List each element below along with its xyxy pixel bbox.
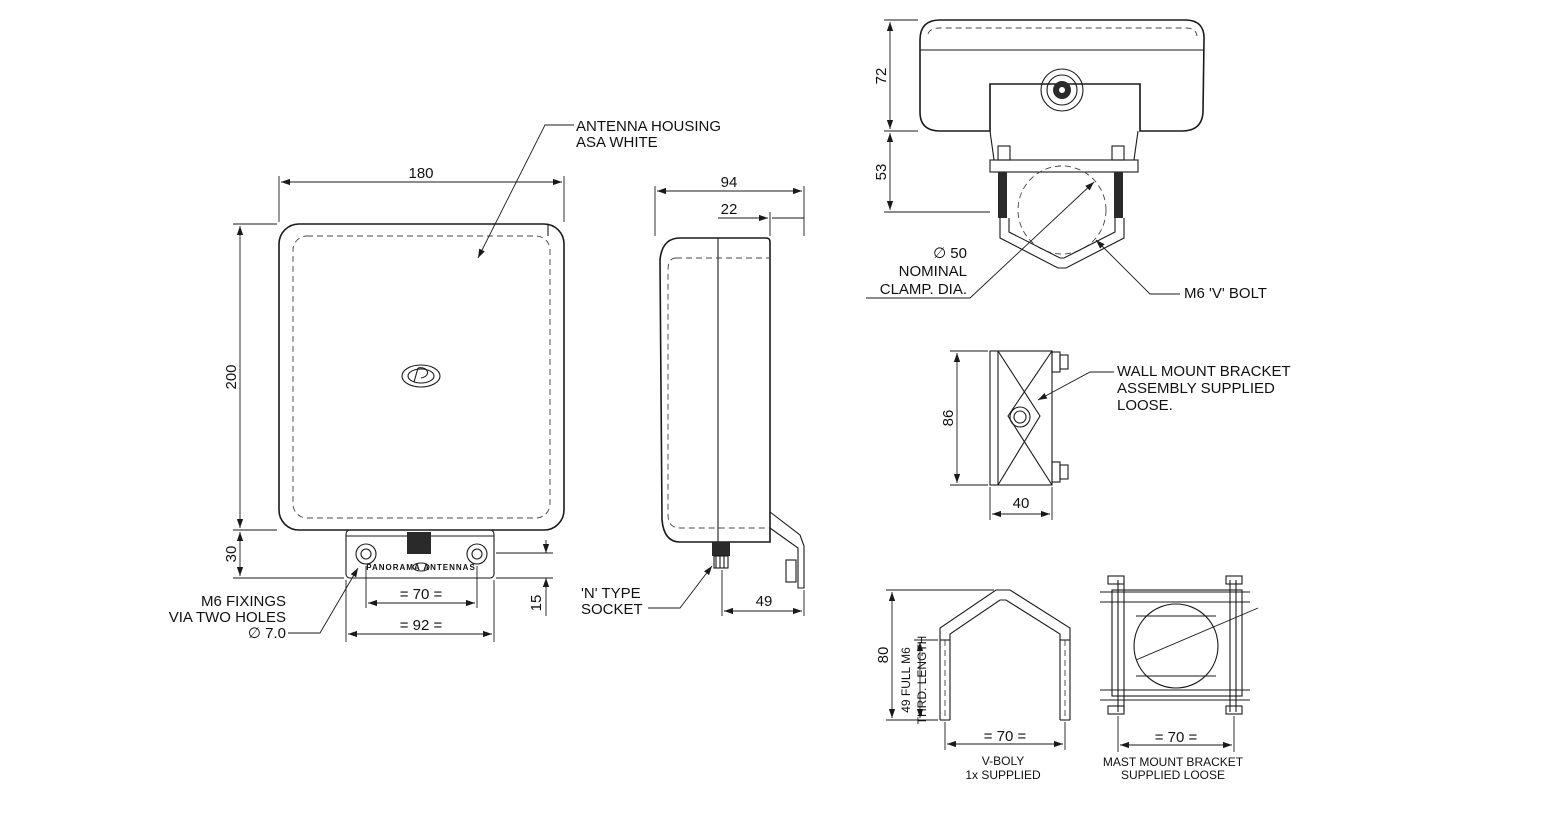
- bracket-brand-text: PANORAMA ANTENNAS: [366, 563, 476, 572]
- label-wall-mount-2: ASSEMBLY SUPPLIED: [1117, 380, 1275, 397]
- label-clamp-dia-value: ∅ 50: [933, 245, 967, 262]
- front-housing-outline: [278, 223, 565, 531]
- v-bolt-view: 80 49 FULL M6 THRD. LENGTH = 70 = V-BOLY…: [875, 589, 1071, 782]
- label-n-type: 'N' TYPE: [581, 585, 641, 602]
- mast-bracket-view: = 70 = MAST MOUNT BRACKET SUPPLIED LOOSE: [1100, 575, 1259, 782]
- dim-side-bracket: 49: [756, 593, 773, 610]
- label-1x-supplied: 1x SUPPLIED: [965, 768, 1041, 782]
- n-connector-front: [407, 532, 431, 554]
- label-mast-mount-2: SUPPLIED LOOSE: [1121, 768, 1225, 782]
- label-m6-fixings: M6 FIXINGS: [201, 593, 286, 610]
- label-hole-diameter: ∅ 7.0: [248, 625, 286, 642]
- v-bolt-outline: [939, 589, 1071, 720]
- label-thread-length-1: 49 FULL M6: [899, 647, 913, 713]
- dim-wall-width: 40: [1013, 495, 1030, 512]
- dim-bracket-lip: 15: [528, 595, 545, 612]
- wall-bracket-view: 86 40 WALL MOUNT BRACKET ASSEMBLY SUPPLI…: [940, 350, 1291, 520]
- dim-hole-spacing: = 70 =: [400, 586, 443, 603]
- n-connector-top-icon: [1040, 68, 1084, 112]
- label-asa-white: ASA WHITE: [576, 134, 658, 151]
- front-mount-bracket: [345, 529, 495, 579]
- fixing-hole-left: [355, 543, 377, 565]
- label-antenna-housing: ANTENNA HOUSING: [576, 118, 721, 135]
- dim-front-width: 180: [408, 165, 433, 182]
- wall-bracket-pivot: [1009, 406, 1031, 428]
- dim-mast-width: = 70 =: [1155, 729, 1198, 746]
- dim-clamp-height: 53: [873, 164, 890, 181]
- dim-vbolt-width: = 70 =: [984, 728, 1027, 745]
- label-via-two-holes: VIA TWO HOLES: [169, 609, 286, 626]
- front-housing-inner-dashed: [292, 235, 551, 519]
- dim-bracket-height: 30: [223, 546, 240, 563]
- mast-pipe-circle: [1133, 603, 1219, 689]
- label-socket: SOCKET: [581, 601, 643, 618]
- fixing-hole-right: [466, 543, 488, 565]
- dim-bracket-width: = 92 =: [400, 617, 443, 634]
- top-v-bolt: [999, 218, 1125, 269]
- label-nominal: NOMINAL: [899, 263, 967, 280]
- label-wall-mount-3: LOOSE.: [1117, 397, 1173, 414]
- label-mast-mount-1: MAST MOUNT BRACKET: [1103, 755, 1244, 769]
- side-wall-bracket: [769, 511, 805, 589]
- dim-vbolt-height: 80: [875, 647, 892, 664]
- label-thread-length-2: THRD. LENGTH: [915, 636, 929, 725]
- dim-front-height: 200: [223, 364, 240, 389]
- label-m6-v-bolt: M6 'V' BOLT: [1184, 285, 1267, 302]
- top-view: 72 53 ∅ 50 NOMINAL CLAMP. DIA. M6 'V' BO…: [866, 19, 1267, 302]
- side-view: 94 22 49 'N' TYPE SOCKET: [581, 174, 805, 618]
- wall-bracket-plate: [989, 350, 1053, 486]
- side-housing-outline: [659, 237, 771, 543]
- n-type-socket-side: [712, 542, 730, 569]
- dim-top-height: 72: [873, 68, 890, 85]
- label-v-boly: V-BOLY: [982, 754, 1024, 768]
- mast-bracket-frame: [1111, 589, 1243, 697]
- dim-side-depth: 94: [721, 174, 738, 191]
- clamp-circle-dashed: [1017, 165, 1107, 255]
- dim-wall-height: 86: [940, 410, 957, 427]
- label-wall-mount-1: WALL MOUNT BRACKET: [1117, 363, 1291, 380]
- dim-side-front: 22: [721, 201, 738, 218]
- label-clamp-dia: CLAMP. DIA.: [880, 281, 967, 298]
- side-bracket-bolt: [785, 559, 797, 583]
- panorama-logo-icon: [401, 364, 441, 388]
- front-view: PANORAMA ANTENNAS 180 200 30 15 = 70 = =…: [169, 118, 721, 642]
